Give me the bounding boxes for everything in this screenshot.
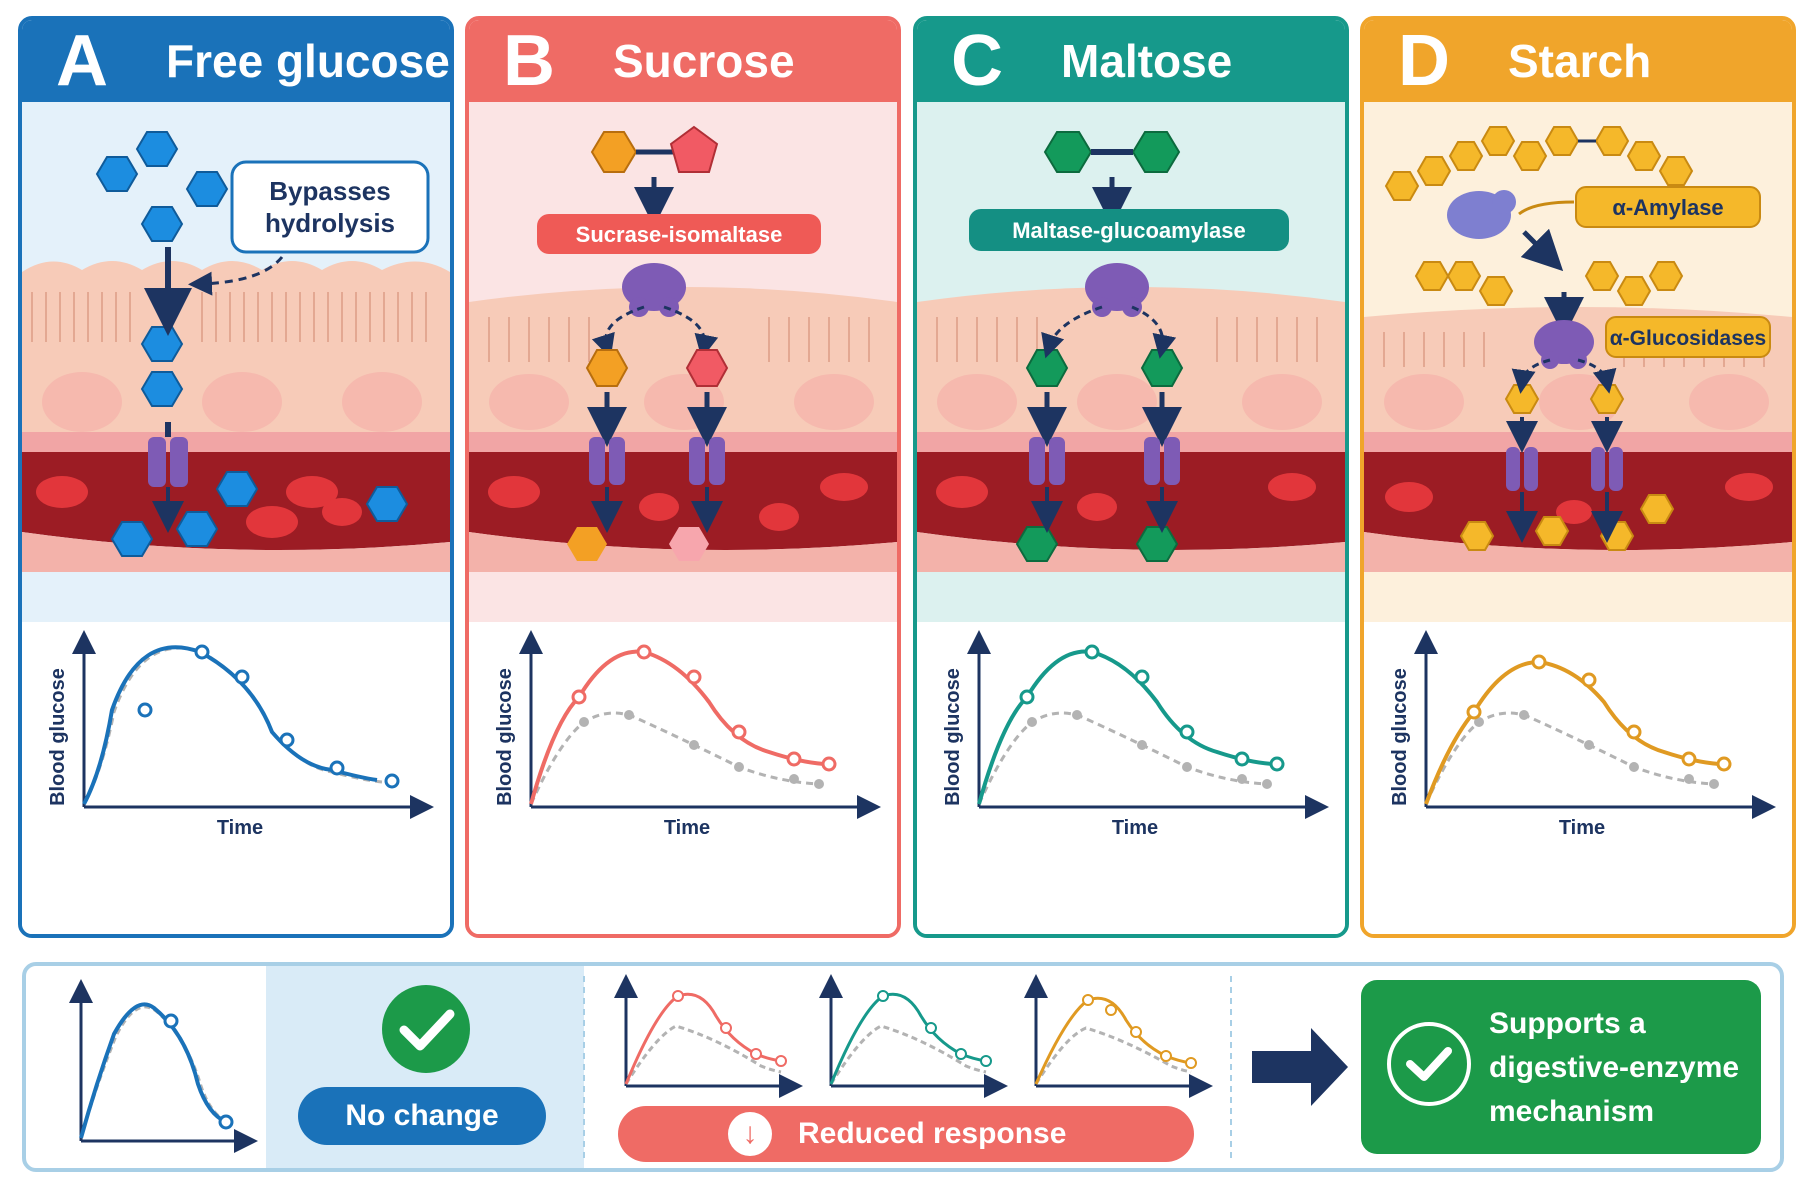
callout-line-1: Bypasses (269, 176, 390, 206)
panel-letter: A (56, 21, 108, 101)
starch-curve (1424, 659, 1720, 805)
checkmark-icon (382, 985, 470, 1073)
sucrose-curve (529, 649, 825, 805)
maltose-curve (977, 649, 1273, 805)
y-axis-label: Blood glucose (1389, 668, 1411, 806)
panel-header: C Maltose (917, 20, 1345, 102)
summary-bar: No change ↓ Reduced response Supports a … (22, 962, 1784, 1172)
transporter-icon (148, 437, 188, 487)
summary-graphics (69, 966, 1348, 1168)
panel-letter: B (503, 21, 555, 101)
x-axis-label: Time (1559, 817, 1605, 839)
reduced-response-label: Reduced response (798, 1117, 1067, 1150)
panel-maltose: C Maltose Maltase-glucoamylase (913, 16, 1349, 938)
control-curve (1424, 711, 1715, 805)
panel-title: Starch (1508, 35, 1652, 87)
down-arrow-icon: ↓ (728, 1112, 772, 1156)
bypasses-hydrolysis-callout (230, 160, 430, 254)
control-curve (529, 711, 820, 805)
enzyme-icon (622, 263, 686, 317)
panel-starch: D Starch (1360, 16, 1796, 938)
glucose-mini-curve (79, 1002, 227, 1139)
free-glucose-diagram: Bypasses hydrolysis Blood glucose Time (22, 102, 450, 934)
y-axis-label: Blood glucose (942, 668, 964, 806)
panel-free-glucose: A Free glucose (18, 16, 454, 938)
glucose-hexagon-icon (1015, 131, 1184, 562)
y-axis-label: Blood glucose (47, 668, 69, 806)
x-axis-label: Time (217, 817, 263, 839)
y-axis-label: Blood glucose (494, 668, 516, 806)
enzyme-name: Maltase-glucoamylase (1012, 218, 1246, 243)
sucrose-diagram: Sucrase-isomaltase Blood glucose Time (469, 102, 897, 934)
glucose-hexagon-icon (590, 131, 638, 173)
panel-header: B Sucrose (469, 20, 897, 102)
panel-title: Maltose (1061, 35, 1233, 87)
panel-letter: D (1398, 21, 1450, 101)
transporter-icon (589, 437, 725, 485)
enzyme-name: Sucrase-isomaltase (576, 222, 783, 247)
starch-diagram: α-Amylase α-Glucosidases Blood glucose T… (1364, 102, 1792, 934)
fructose-pentagon-icon (669, 125, 719, 173)
x-axis-label: Time (1112, 817, 1158, 839)
enzyme-icon (1447, 190, 1516, 239)
control-curve (977, 711, 1268, 805)
sucrose-mini-curve (624, 992, 782, 1085)
right-arrow-icon (1252, 1028, 1348, 1106)
conclusion-box: Supports a digestive-enzyme mechanism (1361, 980, 1761, 1154)
enzyme-label (969, 209, 1289, 251)
x-axis-label: Time (664, 817, 710, 839)
conclusion-line-3: mechanism (1489, 1095, 1655, 1128)
enzyme-icon (1085, 263, 1149, 317)
panel-title: Sucrose (613, 35, 795, 87)
transporter-icon (1506, 447, 1623, 491)
checkmark-icon (1387, 1022, 1471, 1106)
panel-header: A Free glucose (22, 20, 450, 102)
maltose-mini-curve (829, 992, 987, 1085)
conclusion-line-2: digestive-enzyme (1489, 1051, 1740, 1084)
panel-title: Free glucose (166, 35, 450, 87)
transporter-icon (1029, 437, 1180, 485)
amylase-name: α-Amylase (1612, 195, 1723, 220)
glucosidases-name: α-Glucosidases (1610, 327, 1766, 350)
no-change-badge: No change (298, 1087, 546, 1145)
amylase-label (1575, 186, 1761, 228)
panel-letter: C (951, 21, 1003, 101)
panel-header: D Starch (1364, 20, 1792, 102)
maltose-diagram: Maltase-glucoamylase Blood glucose Time (917, 102, 1345, 934)
glucosidases-label (1605, 316, 1771, 358)
reduced-response-badge: ↓ Reduced response (618, 1106, 1194, 1162)
callout-line-2: hydrolysis (265, 208, 395, 238)
no-change-label: No change (345, 1099, 499, 1132)
panel-sucrose: B Sucrose Sucrase-isomaltase Blo (465, 16, 901, 938)
enzyme-label (537, 214, 821, 254)
conclusion-line-1: Supports a (1489, 1007, 1646, 1040)
